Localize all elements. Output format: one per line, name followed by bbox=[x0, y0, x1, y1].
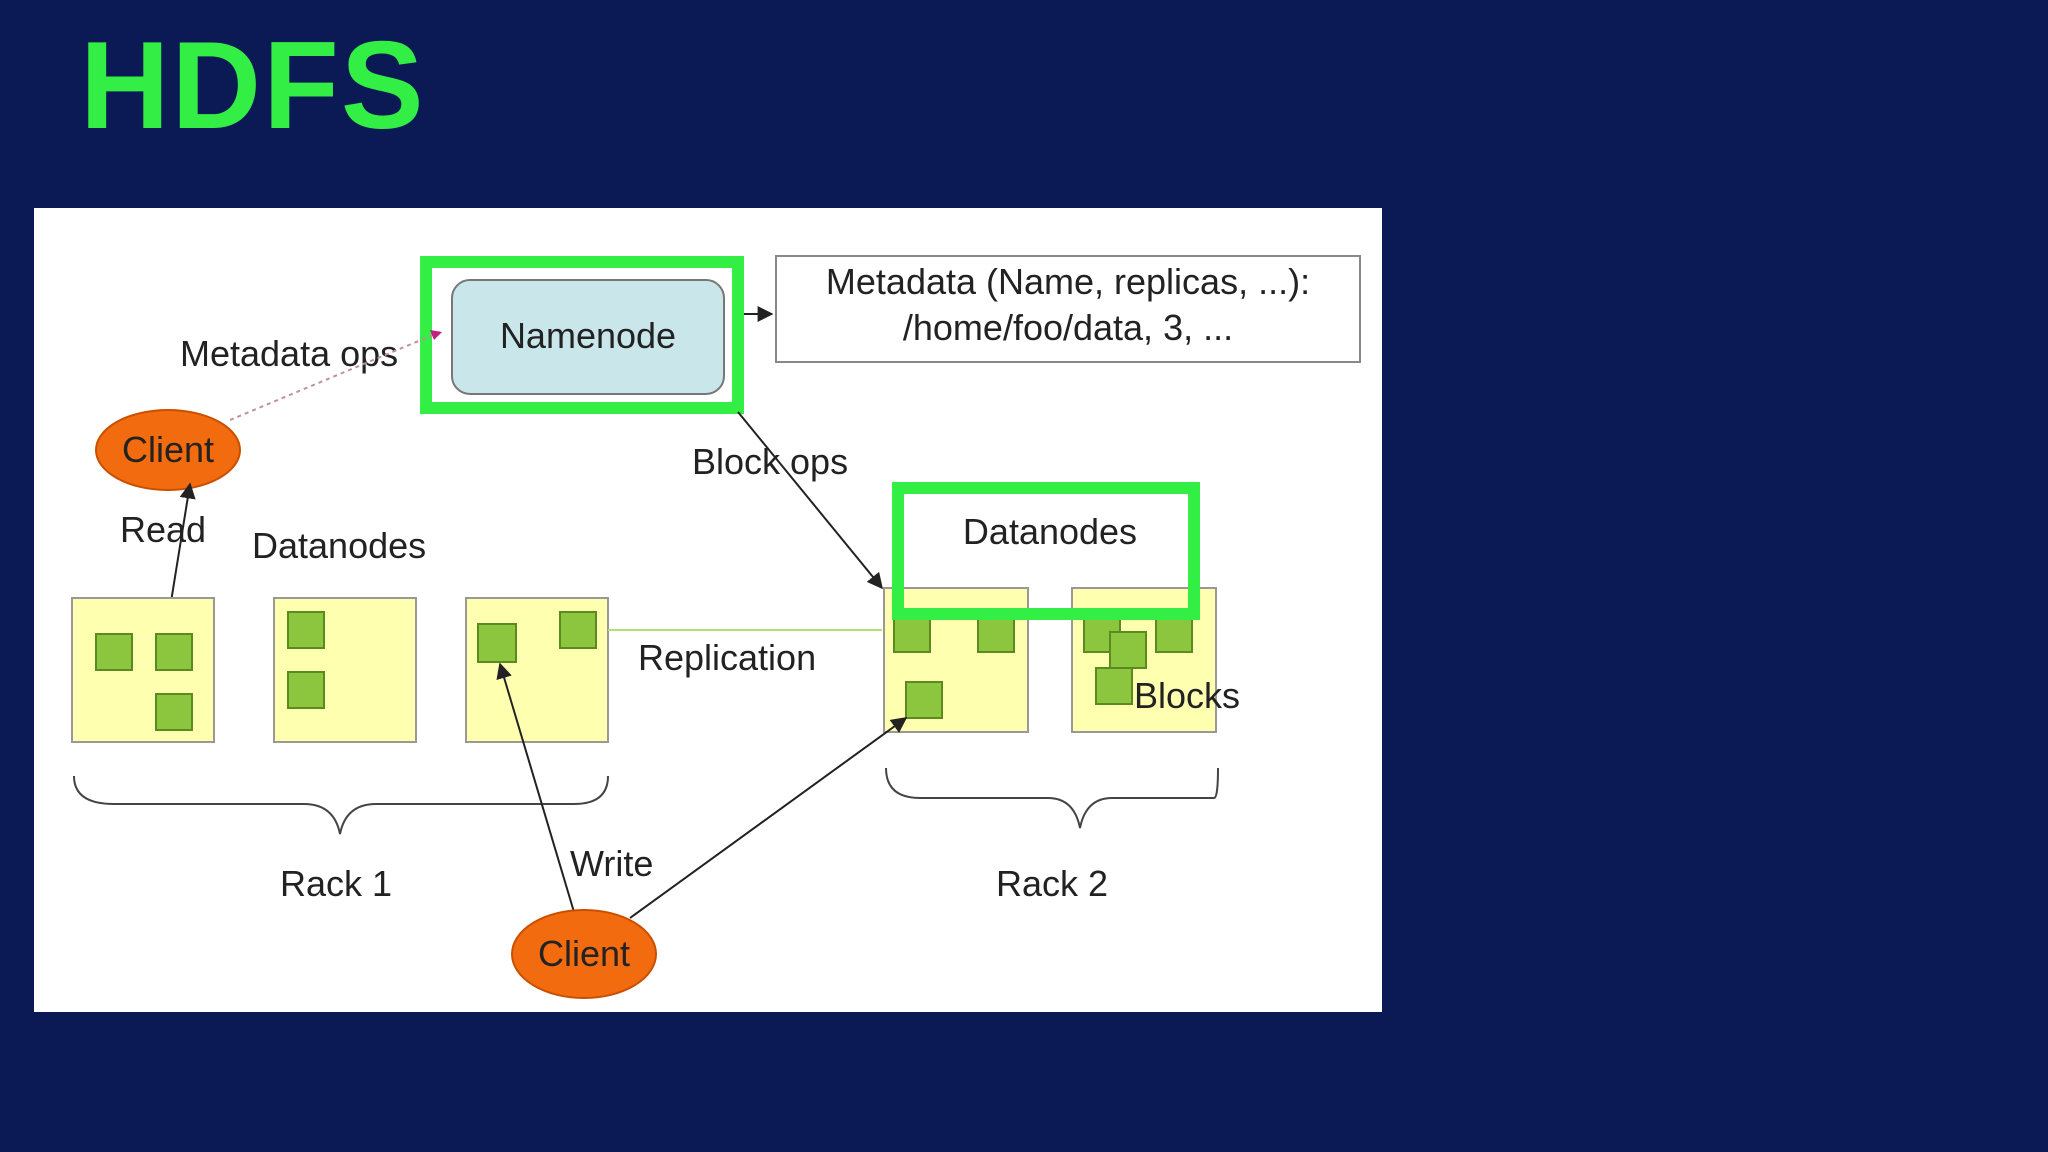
block bbox=[1109, 631, 1147, 669]
slide-title: HDFS bbox=[80, 17, 426, 155]
rack1-label: Rack 1 bbox=[280, 863, 392, 904]
block bbox=[287, 671, 325, 709]
block bbox=[1095, 667, 1133, 705]
client-top-label: Client bbox=[122, 429, 214, 470]
rack1-brace bbox=[73, 775, 609, 835]
block bbox=[477, 623, 517, 663]
block bbox=[155, 633, 193, 671]
block bbox=[287, 611, 325, 649]
metadata-box bbox=[775, 255, 1361, 363]
write-label: Write bbox=[570, 843, 653, 884]
rack2-brace bbox=[885, 767, 1219, 829]
datanodes-highlight bbox=[892, 482, 1200, 620]
block-ops-label: Block ops bbox=[692, 441, 848, 482]
block-ops-link bbox=[737, 411, 884, 590]
block bbox=[977, 615, 1015, 653]
metadata-box-line2: /home/foo/data, 3, ... bbox=[903, 307, 1233, 348]
metadata-ops-arrowhead bbox=[430, 330, 442, 340]
write-link-rack2 bbox=[629, 717, 908, 919]
datanodes-right-label: Datanodes bbox=[963, 511, 1137, 552]
client-bottom-node bbox=[511, 909, 657, 999]
block bbox=[95, 633, 133, 671]
namenode-highlight bbox=[420, 256, 744, 414]
block bbox=[559, 611, 597, 649]
rack2-label: Rack 2 bbox=[996, 863, 1108, 904]
read-link bbox=[169, 482, 196, 609]
client-bottom-label: Client bbox=[538, 933, 630, 974]
datanodes-left-label: Datanodes bbox=[252, 525, 426, 566]
block bbox=[905, 681, 943, 719]
hdfs-architecture-diagram: Metadata (Name, replicas, ...): /home/fo… bbox=[34, 208, 1382, 1012]
replication-label: Replication bbox=[638, 637, 816, 678]
block bbox=[155, 693, 193, 731]
blocks-label: Blocks bbox=[1134, 675, 1240, 716]
namenode-node bbox=[451, 279, 725, 395]
block bbox=[893, 615, 931, 653]
block bbox=[1155, 615, 1193, 653]
metadata-box-line1: Metadata (Name, replicas, ...): bbox=[826, 261, 1310, 302]
write-link-rack1 bbox=[496, 662, 575, 913]
metadata-ops-link bbox=[229, 331, 441, 421]
metadata-ops-label: Metadata ops bbox=[180, 333, 398, 374]
read-label: Read bbox=[120, 509, 206, 550]
namenode-label: Namenode bbox=[500, 315, 676, 356]
client-top-node bbox=[95, 409, 241, 491]
